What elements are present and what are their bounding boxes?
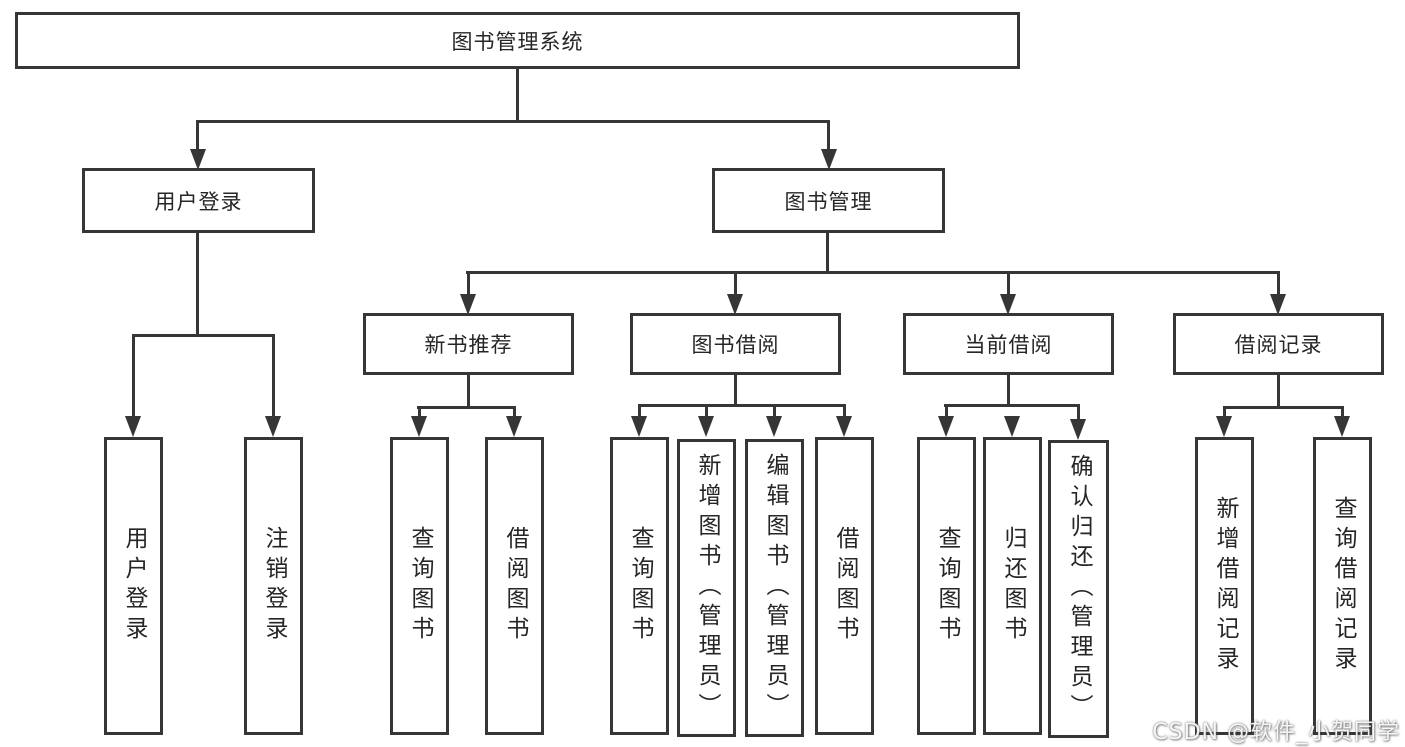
arrowhead [1004,416,1020,437]
edge-line [467,375,470,409]
edge-line [466,271,1280,274]
edge-line [418,406,421,419]
leaf-edit-books-admin: 编辑图书（管理员） [745,439,804,737]
arrowhead [631,416,647,437]
edge-line [272,334,275,418]
csdn-watermark: CSDN @软件_小贺同学 [1152,720,1400,745]
node-book-borrowing: 图书借阅 [630,313,841,375]
edge-line [826,233,829,274]
node-borrow-records: 借阅记录 [1173,313,1384,375]
arrowhead [1070,419,1086,440]
edge-line [516,68,519,122]
arrowhead [938,416,954,437]
edge-line [1277,271,1280,296]
arrowhead [1000,294,1016,315]
edge-line [196,120,830,123]
edge-line [196,120,199,151]
leaf-logout: 注销登录 [244,437,303,735]
arrowhead [1216,416,1232,437]
arrowhead [125,416,141,437]
arrowhead [766,416,782,437]
node-user-login: 用户登录 [82,168,315,233]
edge-line [467,271,470,296]
node-book-management: 图书管理 [712,168,945,233]
leaf-query-books-recommend: 查询图书 [390,437,449,735]
node-new-book-recommend: 新书推荐 [363,313,574,375]
edge-line [513,406,516,419]
edge-line [1007,271,1010,296]
node-library-system-root: 图书管理系统 [15,12,1020,69]
leaf-query-books-borrowing: 查询图书 [610,437,669,735]
edge-line [705,404,708,419]
arrowhead [821,149,837,170]
edge-line [1341,406,1344,419]
edge-line [734,271,737,296]
edge-line [945,404,948,419]
leaf-add-books-admin: 新增图书（管理员） [677,439,736,737]
edge-line [132,334,275,337]
edge-line [827,120,830,151]
arrowhead [698,416,714,437]
edge-line [1223,406,1344,409]
node-current-borrowing: 当前借阅 [903,313,1114,375]
edge-line [843,404,846,419]
arrowhead [460,294,476,315]
arrowhead [265,416,281,437]
arrowhead [1334,416,1350,437]
edge-line [1223,406,1226,419]
edge-line [132,334,135,418]
leaf-confirm-return-admin: 确认归还（管理员） [1048,440,1109,738]
leaf-borrow-books-borrowing: 借阅图书 [815,437,874,735]
arrowhead [836,416,852,437]
edge-line [944,404,1080,407]
arrowhead [411,416,427,437]
edge-line [773,404,776,419]
edge-line [417,406,516,409]
edge-line [1007,375,1010,407]
arrowhead [506,416,522,437]
leaf-return-books: 归还图书 [983,437,1042,735]
edge-line [638,404,846,407]
leaf-add-borrow-record: 新增借阅记录 [1195,437,1254,735]
edge-line [1077,404,1080,419]
leaf-user-login: 用户登录 [104,437,163,735]
arrowhead [1270,294,1286,315]
edge-line [1277,375,1280,409]
leaf-query-borrow-record: 查询借阅记录 [1313,437,1372,735]
arrowhead [190,149,206,170]
leaf-borrow-books-recommend: 借阅图书 [485,437,544,735]
leaf-query-books-current: 查询图书 [917,437,976,735]
edge-line [638,404,641,419]
edge-line [734,375,737,407]
edge-line [196,233,199,337]
arrowhead [727,294,743,315]
